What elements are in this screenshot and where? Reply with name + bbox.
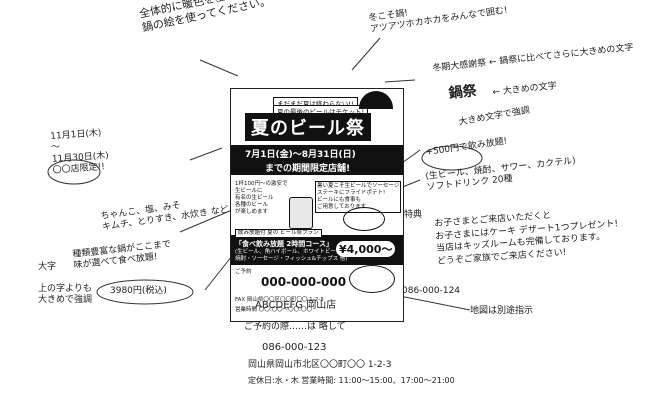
note-map: 地図は別途指示 [470, 306, 534, 316]
line-overall-color [199, 59, 239, 77]
note-nabe-matsuri: 鍋祭 [448, 83, 478, 102]
line-left-lines [179, 209, 233, 233]
note-upper-large: 上の字よりも 大きめで強調 [38, 284, 93, 306]
note-phone: 086-000-124 [402, 286, 461, 296]
beer-mug-icon [289, 197, 313, 229]
line-dates [189, 147, 223, 161]
food-plate-icon [343, 207, 385, 231]
beer-festival-flyer: まだまだ夏は終わらない!! 夏の最後のビールはチケット! 夏のビール祭 7月1日… [230, 88, 404, 322]
flyer-period-limited: までの期間限定店舗! [265, 164, 351, 174]
flyer-hours: 営業時間 〇〇:〇〇〜〇〇:〇〇 [235, 307, 312, 313]
flyer-period-dates: 7月1日(金)〜8月31日(日) [245, 150, 356, 160]
map-oval [349, 265, 395, 293]
note-price3980: 3980円(税込) [110, 286, 167, 296]
flyer-course-label: 飲み放題付 夏の ビール祭プラン [235, 229, 322, 238]
flyer-phone: 000-000-000 [261, 275, 347, 289]
note-big-char: 大字 [38, 262, 57, 272]
shop-phone: 086-000-123 [262, 342, 327, 353]
flyer-period-bar [231, 145, 403, 175]
umbrella-icon [359, 91, 393, 109]
flyer-phone-label: ご予約 [235, 269, 252, 275]
shop-name: ABCDEFG 岡山店 [255, 300, 337, 311]
note-dates: 11月1日(木) 〜 11月30日(木) 〇〇店限定!! [50, 128, 110, 176]
flyer-course-name: 「食べ飲み放題 2時間コース」 [235, 240, 333, 248]
flyer-price: ¥4,000〜 [336, 241, 396, 257]
flyer-course-items: (生ビール、角ハイボール、ホワイトビール 他 焼酎・ソーセージ・フィッシュ&チッ… [235, 249, 349, 262]
line-winter-sale [384, 79, 416, 83]
line-price3980 [204, 255, 233, 291]
flyer-left-block: 1杯100円〜の激安で 生ビールに 有名の生ビール 各種のビール が楽しめます [235, 181, 288, 215]
shop-address: 岡山県岡山市北区〇〇町〇〇 1-2-3 [248, 360, 392, 370]
flyer-address: FAX 岡山県〇〇区〇〇町〇〇 1-2-3 [235, 297, 324, 303]
note-benefit-label: 特典 [404, 210, 423, 220]
flyer-title: 夏のビール祭 [245, 113, 371, 141]
line-winter-nabe [351, 37, 381, 71]
shop-hours: 定休日:水・木 営業時間: 11:00〜15:00、17:00〜21:00 [248, 376, 455, 385]
shop-reserve: ご予約の際……は 略して [244, 322, 346, 332]
